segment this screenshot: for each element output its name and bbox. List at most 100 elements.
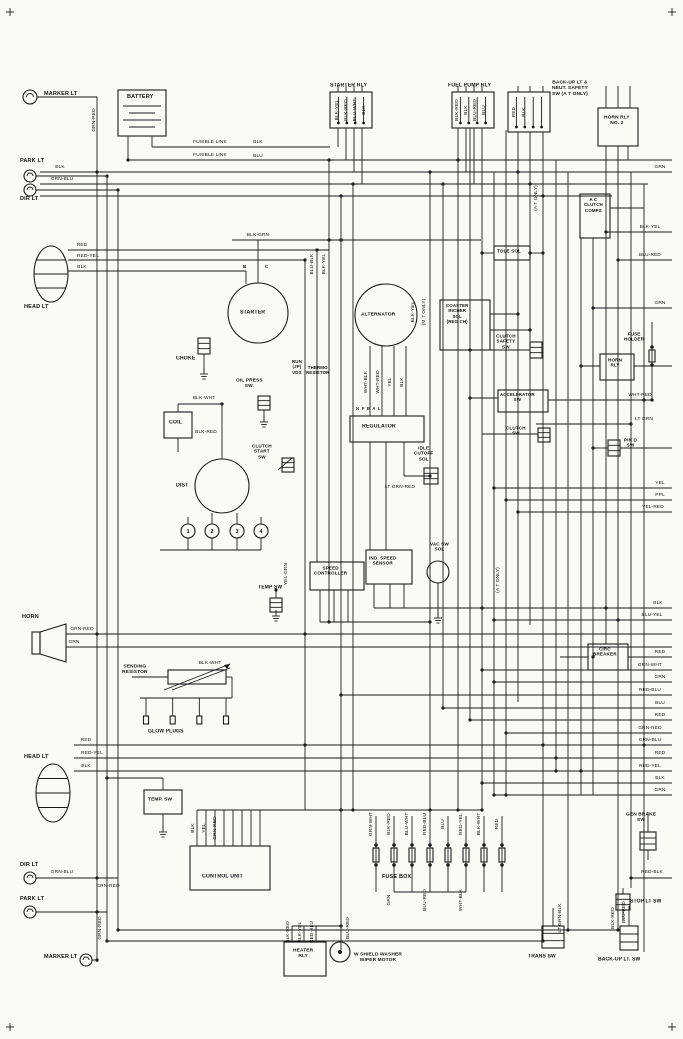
battery-icon [117, 89, 167, 137]
marker-lamp-top-icon [22, 89, 38, 105]
ground-3 [434, 612, 442, 624]
alternator-circle [354, 283, 418, 347]
fuse-6 [462, 842, 470, 868]
stop-sw-icon [615, 893, 631, 911]
speed-controller-box [309, 561, 365, 591]
junction-dot [591, 306, 595, 310]
horn-icon [31, 623, 67, 663]
junction-dot [274, 588, 278, 592]
tole-sol-box [493, 245, 531, 261]
dist-circle [194, 458, 250, 514]
ground-1 [200, 368, 208, 380]
junction-dot [616, 928, 620, 932]
junction-dot [468, 396, 472, 400]
washer-motor-icon [329, 941, 351, 963]
temp-sw-mid-icon [269, 597, 283, 613]
fuse-3 [408, 842, 416, 868]
wire-segment [171, 667, 231, 691]
dist-terminal-4: 4 [253, 523, 269, 539]
junction-dot [428, 170, 432, 174]
junction-dot [566, 928, 570, 932]
junction-dot [480, 251, 484, 255]
dist-terminal-2: 2 [204, 523, 220, 539]
junction-dot [492, 618, 496, 622]
junction-dot [579, 769, 583, 773]
junction-dot [441, 182, 445, 186]
idle-cutoff-sol-icon [423, 467, 439, 485]
backup-sw-icon [619, 925, 639, 951]
junction-dot [95, 910, 99, 914]
marker-lamp-bottom-icon [79, 953, 93, 967]
svg-text:2: 2 [210, 529, 213, 535]
dist-terminal-1: 1 [180, 523, 196, 539]
junction-dot [339, 808, 343, 812]
junction-dot [456, 158, 460, 162]
fuse-1 [372, 842, 380, 868]
ac-clutch-comps-box [579, 193, 611, 239]
dir-lamp-top-icon [23, 183, 37, 197]
junction-dot [480, 668, 484, 672]
junction-dot [351, 182, 355, 186]
junction-dot [554, 769, 558, 773]
junction-dot [315, 248, 319, 252]
headlamp-bottom-icon [35, 763, 71, 823]
trans-sw-icon [541, 925, 565, 949]
junction-dot [480, 808, 484, 812]
junction-dot [516, 510, 520, 514]
choke-icon [197, 337, 211, 355]
junction-dot [579, 364, 583, 368]
junction-dot [591, 446, 595, 450]
starter-circle [227, 282, 289, 344]
control-unit-box [189, 845, 271, 891]
headlamp-top-icon [33, 245, 69, 303]
junction-dot [339, 924, 343, 928]
junction-dot [629, 876, 633, 880]
junction-dot [95, 170, 99, 174]
fuse-holder-icon [648, 344, 656, 368]
junction-dot [492, 680, 496, 684]
junction-dot [428, 474, 432, 478]
junction-dot [105, 939, 109, 943]
backup-neutral-safety-connector [507, 91, 551, 133]
fuse-5 [444, 842, 452, 868]
junction-dot [480, 606, 484, 610]
brake-sw-icon [639, 831, 657, 851]
clutch-start-sw-icon [281, 457, 295, 473]
junction-dot [629, 422, 633, 426]
junction-dot [492, 793, 496, 797]
junction-dot [616, 258, 620, 262]
junction-dot [428, 620, 432, 624]
park-lamp-top-icon [23, 169, 37, 183]
svg-text:1: 1 [186, 529, 189, 535]
fuse-8 [498, 842, 506, 868]
junction-dot [303, 258, 307, 262]
park-lamp-bottom-icon [23, 905, 37, 919]
junction-dot [95, 632, 99, 636]
clutch-safety-sw-icon [529, 341, 543, 359]
junction-dot [126, 158, 130, 162]
junction-dot [541, 194, 545, 198]
junction-dot [604, 606, 608, 610]
junction-dot [303, 632, 307, 636]
fuse-2 [390, 842, 398, 868]
coaster-richer-box [439, 299, 491, 351]
pin-d-sw-icon [607, 439, 621, 457]
ind-speed-sensor-box [365, 549, 413, 585]
junction-dot [220, 402, 224, 406]
junction-dot [604, 230, 608, 234]
svg-text:4: 4 [259, 529, 263, 535]
junction-dot [492, 486, 496, 490]
junction-dot [642, 743, 646, 747]
junction-dot [650, 398, 654, 402]
junction-dot [441, 706, 445, 710]
junction-dot [327, 158, 331, 162]
fuel-pump-relay-connector [451, 91, 495, 129]
junction-dot [541, 743, 545, 747]
junction-dot [504, 498, 508, 502]
horn-relay-2-box [597, 107, 639, 147]
junction-dot [95, 876, 99, 880]
junction-dot [554, 756, 558, 760]
ground-2 [260, 416, 268, 428]
